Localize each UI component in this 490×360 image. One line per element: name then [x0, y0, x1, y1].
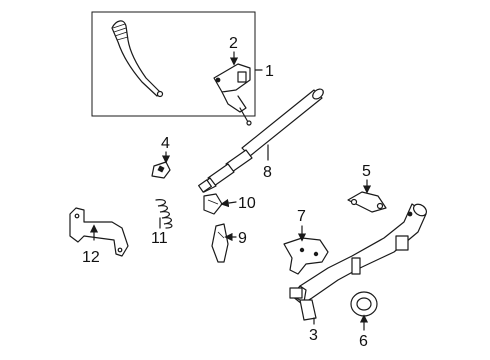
wire-clip[interactable]: [203, 193, 223, 215]
callout-6[interactable]: 6: [359, 333, 368, 350]
column-bracket[interactable]: [347, 191, 387, 213]
callout-8[interactable]: 8: [263, 164, 272, 181]
assembly-group-box: [91, 11, 256, 117]
intermediate-steering-shaft[interactable]: [198, 87, 326, 193]
retainer-clip[interactable]: [151, 161, 171, 179]
callout-1[interactable]: 1: [265, 63, 274, 80]
callout-10-arrow: [220, 198, 237, 208]
callout-4[interactable]: 4: [161, 135, 170, 152]
callout-9[interactable]: 9: [238, 230, 247, 247]
mounting-bracket[interactable]: [69, 207, 129, 257]
spring[interactable]: [155, 199, 173, 229]
callout-7[interactable]: 7: [297, 208, 306, 225]
shift-lever[interactable]: [111, 20, 164, 98]
bushing[interactable]: [350, 291, 378, 317]
callout-5[interactable]: 5: [362, 163, 371, 180]
callout-11[interactable]: 11: [151, 230, 168, 247]
release-lever[interactable]: [211, 223, 229, 263]
callout-12[interactable]: 12: [82, 249, 100, 266]
callout-10[interactable]: 10: [238, 195, 256, 212]
callout-3[interactable]: 3: [309, 327, 318, 344]
support-bracket[interactable]: [283, 237, 329, 275]
lever-bracket-assembly[interactable]: [213, 63, 252, 126]
callout-2[interactable]: 2: [229, 35, 238, 52]
steering-column[interactable]: [289, 202, 429, 321]
